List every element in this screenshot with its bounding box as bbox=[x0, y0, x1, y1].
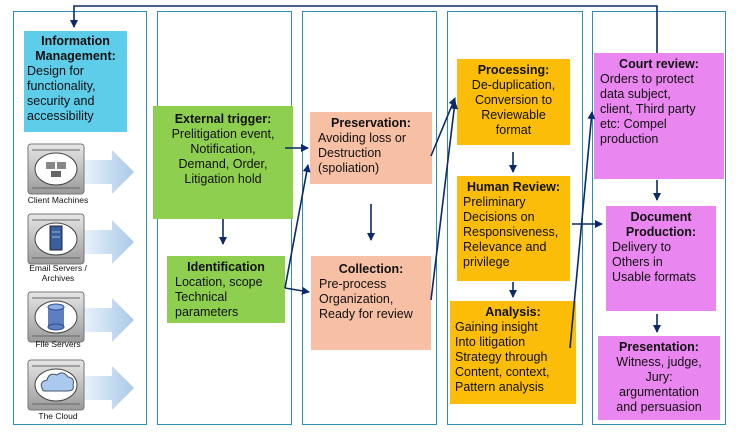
preservation-title: Preservation: bbox=[331, 116, 411, 130]
server-label-the-cloud: The Cloud bbox=[38, 411, 78, 421]
document-production-title: Document Production: bbox=[625, 210, 697, 239]
human-review-box: Human Review: Preliminary Decisions on R… bbox=[457, 176, 570, 281]
identification-body: Location, scope Technical parameters bbox=[175, 275, 263, 319]
collection-box: Collection: Pre-process Organization, Re… bbox=[311, 256, 431, 350]
information-management-title: Information Management bbox=[35, 34, 112, 63]
column-preservation bbox=[302, 11, 437, 425]
human-review-body: Preliminary Decisions on Responsiveness,… bbox=[463, 195, 559, 269]
information-management-box: Information Management: Design for funct… bbox=[24, 31, 127, 132]
human-review-title: Human Review: bbox=[466, 180, 561, 194]
processing-body: De-duplication, Conversion to Reviewable… bbox=[471, 78, 556, 137]
server-label-email-servers: Email Servers / Archives bbox=[29, 263, 87, 283]
collection-title: Collection: bbox=[338, 262, 404, 276]
document-production-box: Document Production: Delivery to Others … bbox=[606, 206, 716, 311]
external-trigger-box: External trigger: Prelitigation event, N… bbox=[153, 106, 293, 219]
email-server-icon bbox=[27, 213, 134, 265]
processing-box: Processing: De-duplication, Conversion t… bbox=[457, 59, 570, 145]
external-trigger-body: Prelitigation event, Notification, Deman… bbox=[171, 127, 275, 186]
information-management-body: Design for functionality, security and a… bbox=[27, 64, 96, 123]
preservation-body: Avoiding loss or Destruction (spoliation… bbox=[318, 131, 407, 175]
identification-title: Identification bbox=[187, 260, 265, 274]
external-trigger-title: External trigger: bbox=[174, 112, 272, 126]
document-production-body: Delivery to Others in Usable formats bbox=[612, 240, 697, 284]
computer-network-icon bbox=[27, 143, 134, 195]
database-icon bbox=[27, 291, 134, 343]
court-review-box: Court review: Orders to protect data sub… bbox=[594, 53, 724, 179]
analysis-title: Analysis: bbox=[485, 305, 541, 319]
presentation-title: Presentation: bbox=[619, 340, 699, 354]
cloud-icon bbox=[27, 359, 134, 411]
preservation-box: Preservation: Avoiding loss or Destructi… bbox=[310, 112, 432, 184]
collection-body: Pre-process Organization, Ready for revi… bbox=[319, 277, 413, 321]
presentation-box: Presentation: Witness, judge, Jury: argu… bbox=[598, 336, 720, 420]
processing-title: Processing: bbox=[477, 63, 550, 77]
server-label-file-servers: File Servers bbox=[35, 339, 81, 349]
server-label-client-machines: Client Machines bbox=[27, 195, 89, 205]
presentation-body: Witness, judge, Jury: argumentation and … bbox=[616, 355, 702, 414]
information-management-title-colon: : bbox=[111, 49, 116, 63]
identification-box: Identification Location, scope Technical… bbox=[167, 256, 285, 323]
analysis-box: Analysis: Gaining insight Into litigatio… bbox=[450, 301, 576, 404]
court-review-title: Court review: bbox=[619, 57, 699, 71]
analysis-body: Gaining insight Into litigation Strategy… bbox=[455, 320, 550, 394]
court-review-body: Orders to protect data subject, client, … bbox=[600, 72, 696, 146]
